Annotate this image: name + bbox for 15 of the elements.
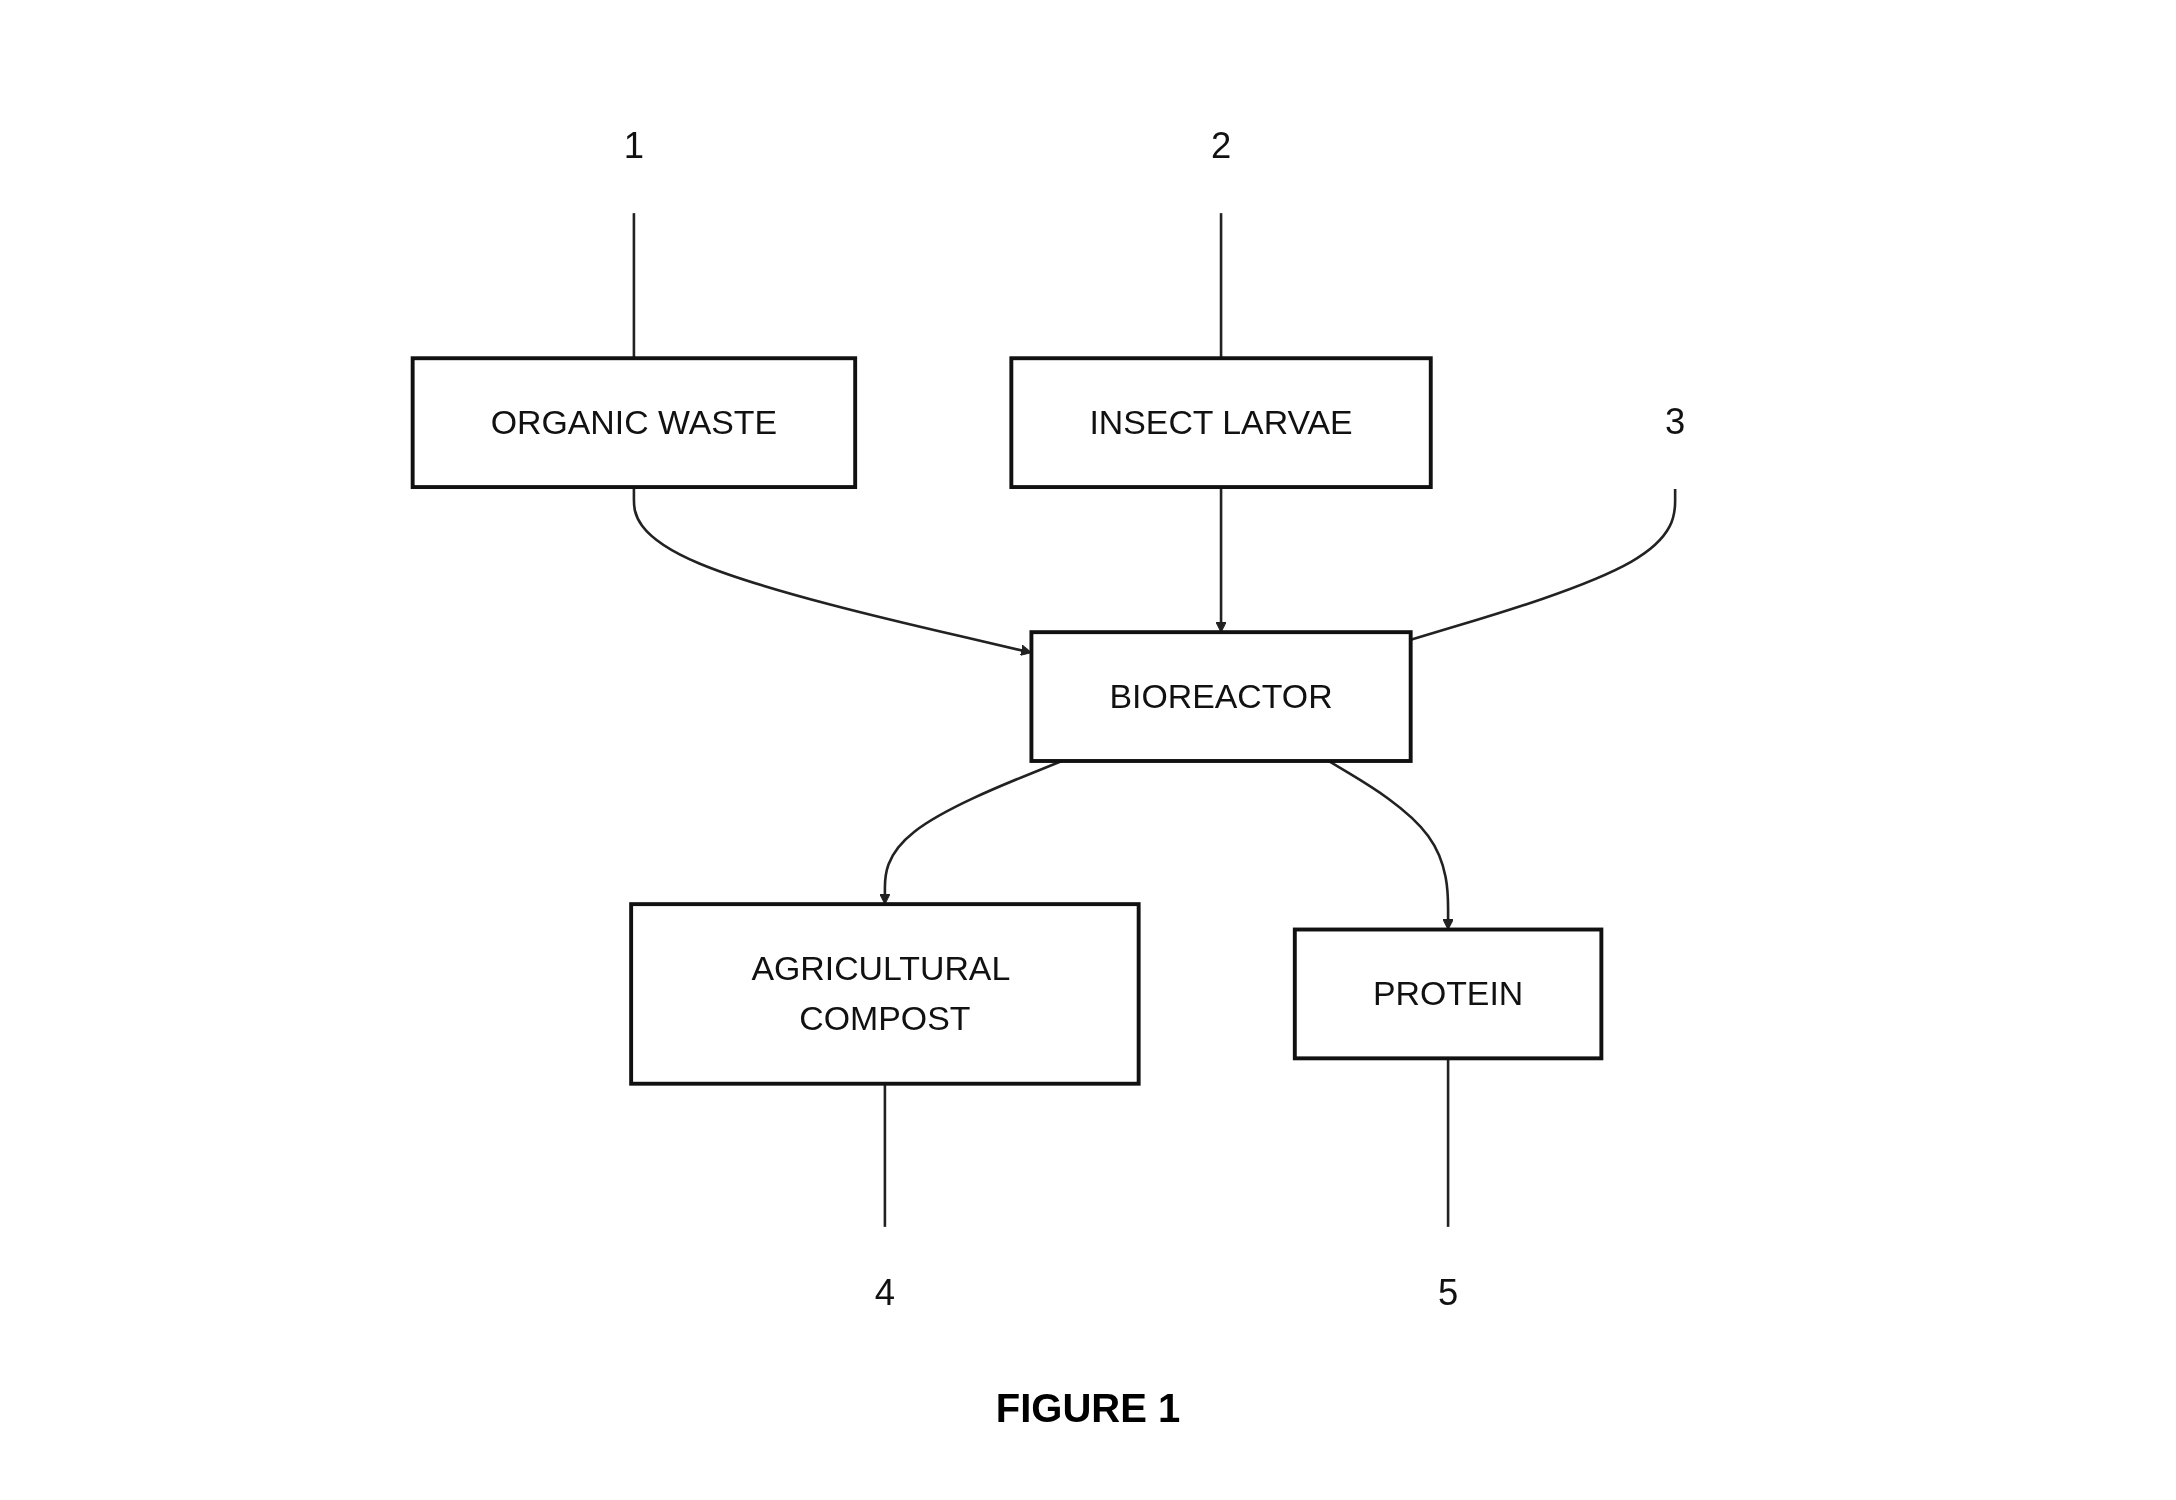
node-box: BIOREACTOR: [1029, 629, 1413, 763]
node-text: 1: [623, 125, 645, 166]
node-box: INSECT LARVAE: [1009, 355, 1433, 489]
node-text: 2: [1210, 125, 1232, 166]
node-box: ORGANIC WASTE: [410, 355, 858, 489]
node-box: PROTEIN: [1292, 927, 1604, 1060]
node-box: AGRICULTURAL COMPOST: [629, 901, 1141, 1086]
connector: [632, 212, 636, 358]
connector: [1219, 212, 1223, 358]
connector: [883, 1083, 887, 1227]
node-text: 5: [1437, 1271, 1459, 1313]
node-text: 4: [874, 1271, 896, 1313]
figure-caption: FIGURE 1: [995, 1385, 1181, 1431]
node-text: 3: [1664, 401, 1686, 442]
connector: [1446, 1057, 1450, 1227]
